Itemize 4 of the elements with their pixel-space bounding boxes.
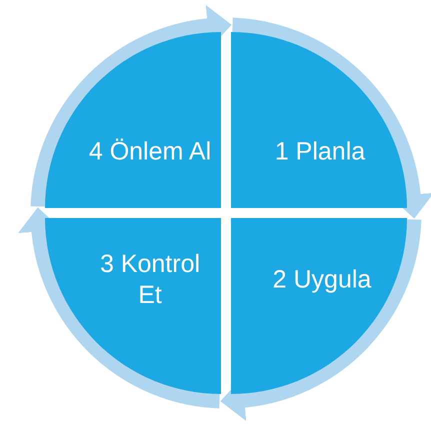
step-label: 4 Önlem Al: [88, 136, 212, 168]
step-label: 3 Kontrol Et: [98, 249, 202, 311]
step-label: 1 Planla: [274, 136, 366, 168]
step-label: 2 Uygula: [272, 264, 372, 296]
